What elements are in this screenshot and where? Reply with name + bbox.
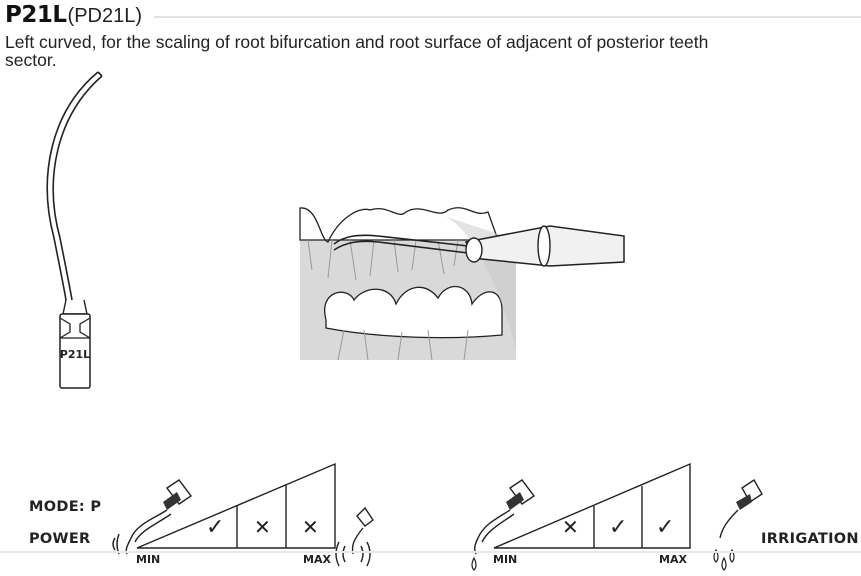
title-divider (154, 16, 861, 18)
power-scale (107, 458, 377, 573)
power-label: POWER (29, 531, 91, 547)
product-description: Left curved, for the scaling of root bif… (5, 32, 709, 70)
irrigation-scale (466, 458, 763, 573)
dental-scene-illustration (298, 200, 638, 365)
irrigation-max-label: MAX (659, 553, 687, 566)
power-min-label: MIN (136, 553, 161, 566)
irrigation-label: IRRIGATION (761, 531, 859, 547)
mode-label: MODE: P (29, 499, 102, 515)
irrigation-level-1: ✕ (562, 515, 580, 539)
header: P21L (PD21L) Left curved, for the scalin… (5, 2, 861, 69)
power-max-label: MAX (303, 553, 331, 566)
curved-tip-icon: P21L (30, 68, 110, 398)
product-alt-code: (PD21L) (67, 5, 143, 27)
power-level-3: ✕ (302, 515, 320, 539)
tip-engraving: P21L (60, 348, 90, 361)
product-code: P21L (5, 2, 67, 28)
handpiece-icon (473, 479, 536, 555)
handpiece-icon (125, 479, 193, 555)
water-drop-icon (713, 548, 735, 571)
power-level-1: ✓ (206, 515, 225, 540)
title-row: P21L (PD21L) (5, 2, 861, 32)
handpiece-icon (719, 479, 763, 539)
power-level-2: ✕ (254, 515, 272, 539)
irrigation-level-2: ✓ (609, 515, 628, 540)
irrigation-min-label: MIN (493, 553, 518, 566)
vibration-icon (335, 506, 374, 567)
water-drop-icon (471, 556, 477, 571)
footer-divider (0, 551, 861, 553)
irrigation-level-3: ✓ (656, 515, 675, 540)
